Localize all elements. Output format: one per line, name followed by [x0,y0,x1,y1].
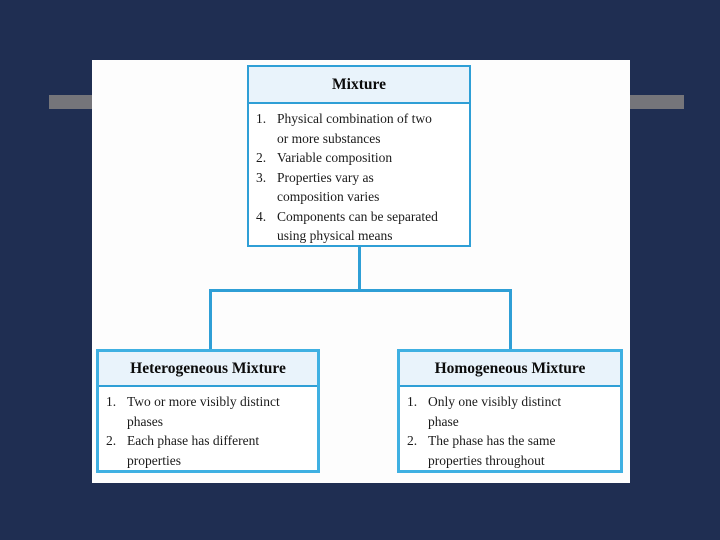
item-number: 1. [106,394,117,409]
item-number: 2. [106,433,117,448]
item-number: 3. [256,169,267,185]
item-text: The phase has the same properties throug… [428,433,556,468]
connector-right-drop [509,289,512,349]
mixture-box-body: 1. Physical combination of two or more s… [249,104,469,246]
list-item: 2. Variable composition [256,148,464,168]
homogeneous-box-body: 1. Only one visibly distinct phase 2. Th… [400,387,620,470]
item-text: Components can be separated using physic… [277,208,438,244]
list-item: 4. Components can be separated using phy… [256,207,464,246]
item-text: Only one visibly distinct phase [428,394,562,429]
item-number: 4. [256,208,267,224]
item-number: 2. [407,433,418,448]
list-item: 2. Each phase has different properties [106,431,312,470]
diagram-panel: Mixture 1. Physical combination of two o… [92,60,630,483]
list-item: 1. Only one visibly distinct phase [407,392,615,431]
connector-left-drop [209,289,212,349]
mixture-box: Mixture 1. Physical combination of two o… [247,65,471,247]
connector-crossbar [209,289,512,292]
connector-stem [358,247,361,291]
item-text: Two or more visibly distinct phases [127,394,280,429]
mixture-box-title: Mixture [249,67,469,104]
list-item: 1. Two or more visibly distinct phases [106,392,312,431]
item-number: 1. [407,394,418,409]
homogeneous-box: Homogeneous Mixture 1. Only one visibly … [397,349,623,473]
homogeneous-box-title: Homogeneous Mixture [400,352,620,387]
heterogeneous-box: Heterogeneous Mixture 1. Two or more vis… [96,349,320,473]
item-number: 1. [256,111,267,126]
item-number: 2. [256,150,267,165]
list-item: 3. Properties vary as composition varies [256,168,464,207]
item-text: Properties vary as composition varies [277,169,380,205]
item-text: Each phase has different properties [127,433,260,468]
item-text: Physical combination of two or more subs… [277,111,432,146]
heterogeneous-box-body: 1. Two or more visibly distinct phases 2… [99,387,317,470]
item-text: Variable composition [277,150,393,165]
heterogeneous-box-title: Heterogeneous Mixture [99,352,317,387]
list-item: 1. Physical combination of two or more s… [256,109,464,148]
list-item: 2. The phase has the same properties thr… [407,431,615,470]
